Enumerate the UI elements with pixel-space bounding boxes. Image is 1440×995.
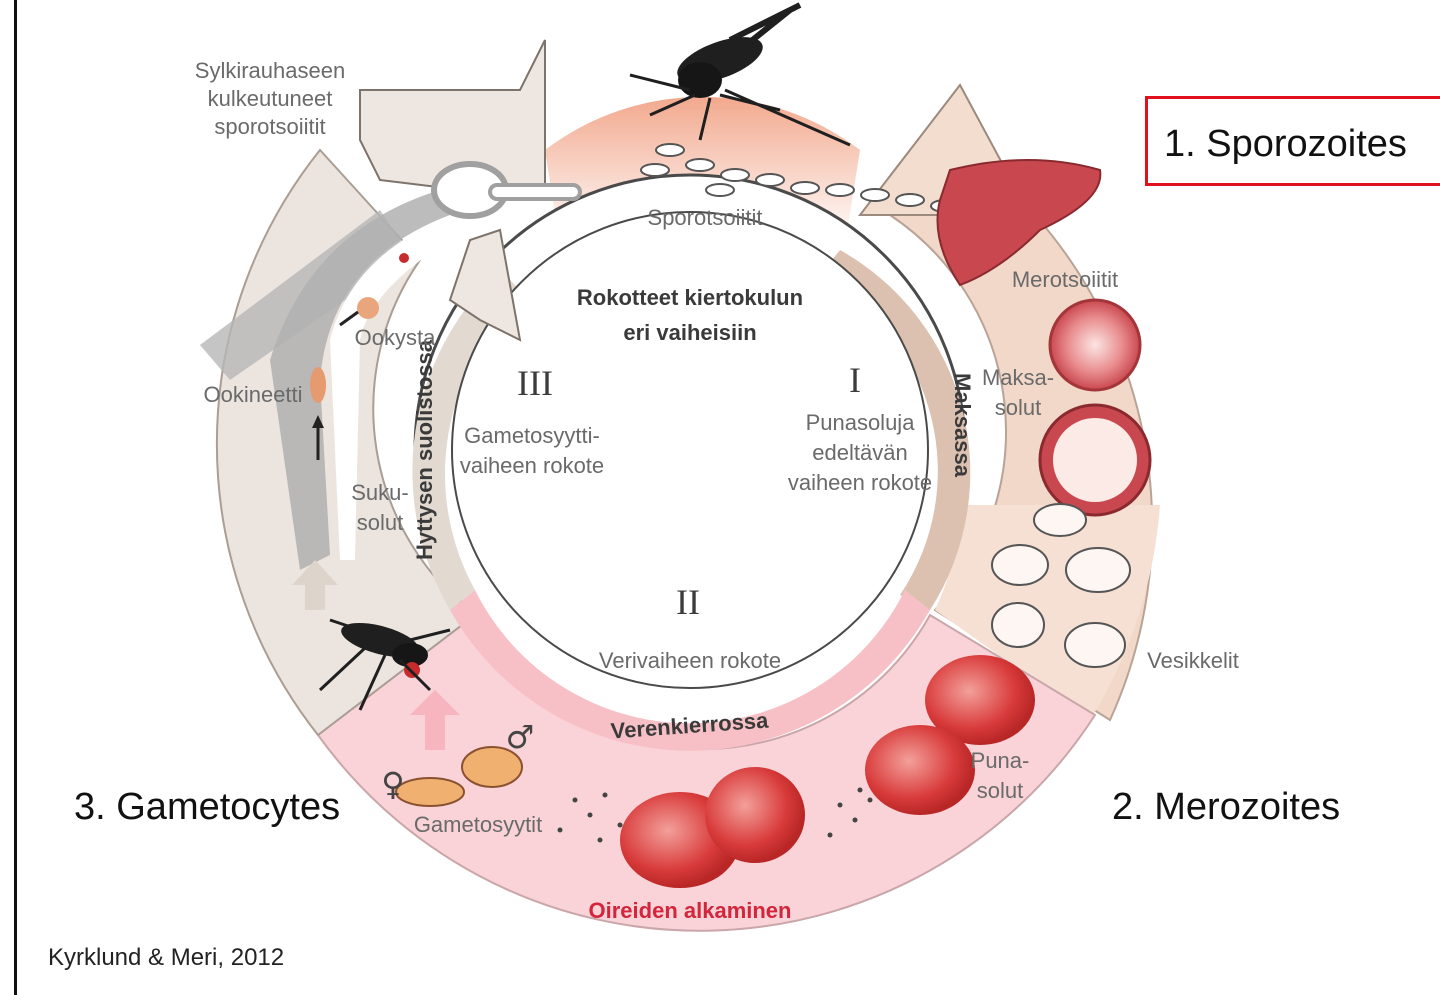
blood-band xyxy=(316,613,1097,932)
inner-band-mosquito xyxy=(412,270,525,610)
merozoites-callout: 2. Merozoites xyxy=(1112,786,1341,828)
stage-2-label: Verivaiheen rokote xyxy=(599,648,781,673)
sylki-line1: Sylkirauhaseen xyxy=(195,58,345,83)
stage-1-line2: edeltävän xyxy=(812,440,907,465)
maksasolut-line1: Maksa- xyxy=(982,365,1054,390)
red-blood-cells xyxy=(620,655,1035,888)
ookineetti-label: Ookineetti xyxy=(203,382,302,407)
stage-1-line1: Punasoluja xyxy=(806,410,916,435)
merozoite-dots xyxy=(557,787,873,843)
grey-up-arrow xyxy=(292,560,338,610)
vesikkelit-label: Vesikkelit xyxy=(1147,648,1239,673)
center-title-line1: Rokotteet kiertokulun xyxy=(577,285,803,310)
sporozoite-stream xyxy=(640,143,995,219)
stage-3-line1: Gametosyytti- xyxy=(464,423,600,448)
gametosyytit-label: Gametosyytit xyxy=(414,812,542,837)
inner-ring xyxy=(412,173,971,751)
punasolut-line2: solut xyxy=(977,778,1023,803)
sukusolut-line2: solut xyxy=(357,510,403,535)
sporotsoiitit-label: Sporotsoiitit xyxy=(648,205,763,230)
sporozoites-highlight-box: 1. Sporozoites xyxy=(1145,96,1440,186)
vesicles xyxy=(991,503,1131,668)
inner-band-blood xyxy=(450,590,930,751)
liver-icon xyxy=(936,159,1102,287)
oireiden-alkaminen-label: Oireiden alkaminen xyxy=(589,898,792,923)
inner-band-liver xyxy=(820,250,971,610)
ookysta-label: Ookysta xyxy=(355,325,436,350)
roman-two: II xyxy=(676,582,700,622)
sporozoites-callout: 1. Sporozoites xyxy=(1164,123,1407,165)
roman-three: III xyxy=(517,363,553,403)
band-hyttysen: Hyttysen suolistossa xyxy=(412,339,437,560)
merotsoiitit-label: Merotsoiitit xyxy=(1012,267,1118,292)
gametocytes-callout: 3. Gametocytes xyxy=(74,786,341,828)
sylki-line3: sporotsoiitit xyxy=(214,114,325,139)
male-symbol: ♂ xyxy=(506,718,535,756)
mosquito-gut xyxy=(200,161,582,570)
mosquito-top-icon xyxy=(629,2,851,147)
pink-up-arrow xyxy=(410,690,460,750)
left-border-line xyxy=(14,0,17,995)
stage-3-line2: vaiheen rokote xyxy=(460,453,604,478)
center-title-line2: eri vaiheisiin xyxy=(623,320,756,345)
band-maksassa: Maksassa xyxy=(950,373,975,478)
liver-cell-1 xyxy=(1048,298,1142,392)
stage-1-line3: vaiheen rokote xyxy=(788,470,932,495)
roman-one: I xyxy=(849,360,861,400)
maksasolut-line2: solut xyxy=(995,395,1041,420)
top-left-arrow xyxy=(359,39,546,202)
female-symbol: ♀ xyxy=(381,765,404,803)
inner-arrow-head xyxy=(448,228,522,342)
gametocytes xyxy=(395,746,523,807)
credit-text: Kyrklund & Meri, 2012 xyxy=(48,944,285,971)
punasolut-line1: Puna- xyxy=(971,748,1030,773)
sylki-line2: kulkeutuneet xyxy=(208,86,333,111)
mosquito-bottom-icon xyxy=(318,618,451,711)
sukusolut-line1: Suku- xyxy=(351,480,408,505)
